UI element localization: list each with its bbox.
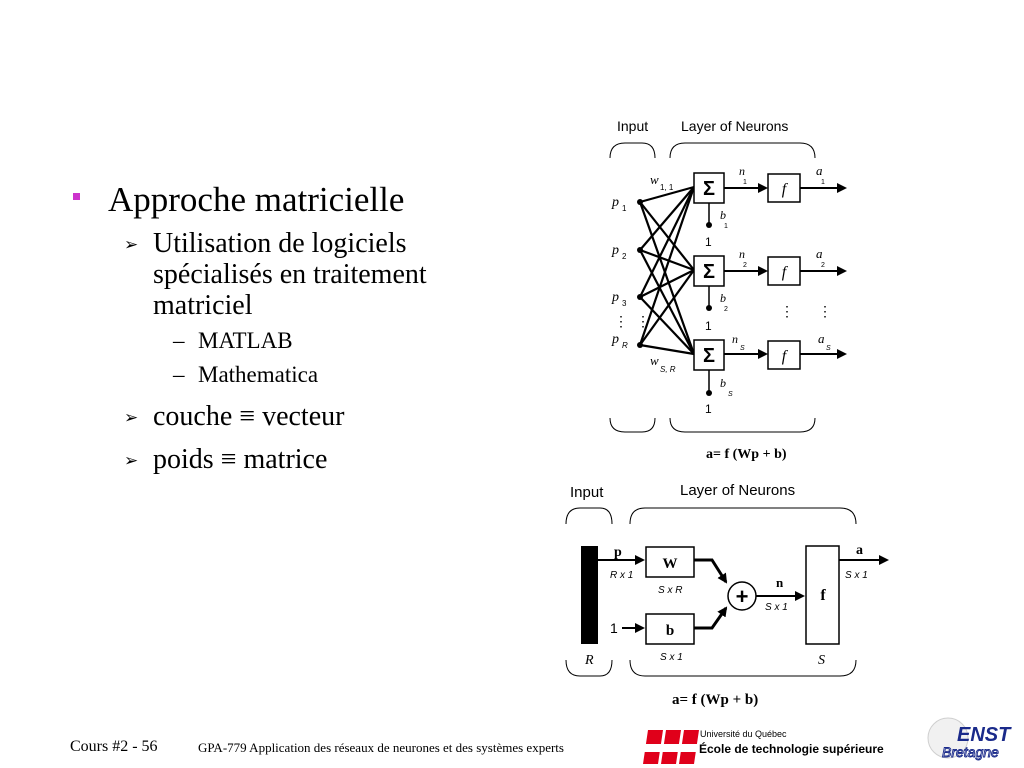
weight-connections	[638, 185, 696, 356]
transfer-f-icon: f	[782, 348, 789, 365]
svg-text:⋮: ⋮	[636, 313, 650, 329]
equation-1: a= f (Wp + b)	[706, 447, 787, 462]
matrix-layer-diagram: Input Layer of Neurons R p R x 1 W S x R…	[565, 482, 889, 708]
bullet-matlab: – MATLAB	[173, 328, 293, 353]
svg-text:b: b	[720, 291, 726, 305]
svg-text:S: S	[728, 391, 733, 398]
footer-course-title: GPA-779 Application des réseaux de neuro…	[198, 740, 564, 755]
input-node-1	[637, 199, 643, 205]
bullet-utilisation: ➢ Utilisation de logiciels spécialisés e…	[124, 228, 427, 321]
svg-text:1: 1	[705, 235, 712, 249]
transfer-f-icon: f	[782, 264, 789, 281]
svg-text:a: a	[816, 246, 823, 261]
neuron-row-1: Σ 1 b 1 n 1 f a 1	[693, 163, 847, 249]
svg-text:École de technologie supérieur: École de technologie supérieure	[699, 741, 884, 756]
weight-wSR: w	[650, 353, 659, 368]
input-p3: p	[611, 290, 619, 305]
footer-page-number: Cours #2 - 56	[70, 738, 158, 755]
svg-text:b: b	[720, 208, 726, 222]
svg-text:⋮: ⋮	[614, 313, 628, 329]
svg-text:1: 1	[724, 223, 728, 230]
bullet-mathematica: – Mathematica	[173, 362, 319, 387]
svg-text:⋮: ⋮	[780, 303, 794, 319]
equation-2: a= f (Wp + b)	[672, 692, 758, 708]
svg-text:n: n	[739, 247, 745, 261]
layer-label: Layer of Neurons	[681, 118, 788, 134]
svg-text:b: b	[720, 376, 726, 390]
neuron-row-2: Σ 1 b 2 n 2 f a 2 ⋮ ⋮	[693, 246, 847, 333]
svg-text:S, R: S, R	[660, 365, 676, 374]
svg-text:S x 1: S x 1	[660, 652, 683, 663]
input-vector-bar	[581, 546, 598, 644]
transfer-f-icon: f	[782, 181, 789, 198]
svg-text:S: S	[818, 653, 825, 668]
svg-text:1: 1	[705, 402, 712, 416]
layer-label-2: Layer of Neurons	[680, 482, 795, 499]
chevron-bullet-icon: ➢	[124, 408, 139, 428]
svg-text:n: n	[739, 164, 745, 178]
svg-text:R x 1: R x 1	[610, 570, 633, 581]
sum-icon: Σ	[703, 261, 715, 283]
bullet-approche: Approche matricielle	[70, 180, 470, 219]
sum-icon: Σ	[703, 345, 715, 367]
bullet-poids: ➢ poids ≡ matrice	[124, 444, 328, 475]
svg-text:1: 1	[610, 620, 618, 636]
svg-text:2: 2	[622, 252, 627, 261]
svg-text:a: a	[816, 163, 823, 178]
svg-text:1, 1: 1, 1	[660, 183, 674, 192]
input-p2: p	[611, 243, 619, 258]
sum-node	[727, 581, 757, 611]
plus-icon: +	[736, 584, 749, 609]
svg-text:1: 1	[705, 319, 712, 333]
svg-text:R: R	[622, 341, 628, 350]
bullet-list: Approche matricielle ➢ Utilisation de lo…	[70, 180, 470, 475]
svg-text:1: 1	[622, 204, 627, 213]
input-pR: p	[611, 332, 619, 347]
input-node-2	[637, 247, 643, 253]
bias-vector-box	[645, 613, 695, 645]
chevron-bullet-icon: ➢	[124, 235, 139, 255]
svg-text:S: S	[826, 345, 831, 352]
svg-text:n: n	[732, 332, 738, 346]
svg-text:S: S	[740, 345, 745, 352]
sum-icon: Σ	[703, 178, 715, 200]
svg-text:2: 2	[724, 306, 728, 313]
svg-text:1: 1	[743, 179, 747, 186]
neuron-row-S: Σ 1 b S n S f a S	[693, 331, 847, 416]
svg-text:W: W	[663, 556, 678, 572]
svg-text:2: 2	[743, 262, 747, 269]
svg-text:3: 3	[622, 299, 627, 308]
input-node-R	[637, 342, 643, 348]
svg-text:S x R: S x R	[658, 585, 682, 596]
input-nodes: p 1 p 2 p 3 p R ⋮ ⋮	[611, 195, 650, 350]
weight-w11: w	[650, 172, 659, 187]
svg-text:a: a	[856, 543, 863, 558]
input-p1: p	[611, 195, 619, 210]
transfer-box	[805, 545, 840, 645]
svg-text:1: 1	[821, 179, 825, 186]
bullet-couche: ➢ couche ≡ vecteur	[124, 401, 345, 432]
svg-text:a: a	[818, 331, 825, 346]
svg-text:ENST: ENST	[957, 724, 1012, 746]
weight-matrix-box	[645, 546, 695, 578]
square-bullet-icon	[73, 193, 80, 200]
svg-text:Université du Québec: Université du Québec	[700, 729, 787, 739]
svg-text:b: b	[666, 623, 674, 639]
input-label: Input	[617, 118, 648, 134]
svg-text:S x 1: S x 1	[765, 602, 788, 613]
chevron-bullet-icon: ➢	[124, 451, 139, 471]
input-label-2: Input	[570, 484, 604, 501]
svg-text:p: p	[614, 545, 622, 560]
ets-logo: Université du Québec École de technologi…	[641, 729, 884, 764]
svg-text:Bretagne: Bretagne	[942, 744, 999, 760]
svg-text:n: n	[776, 575, 784, 590]
input-node-3	[637, 294, 643, 300]
enst-logo: ENST Bretagne	[927, 717, 1012, 760]
svg-text:⋮: ⋮	[818, 303, 832, 319]
svg-text:2: 2	[821, 262, 825, 269]
transfer-f-icon: f	[820, 587, 826, 604]
svg-text:S x 1: S x 1	[845, 570, 868, 581]
svg-text:R: R	[584, 653, 594, 668]
